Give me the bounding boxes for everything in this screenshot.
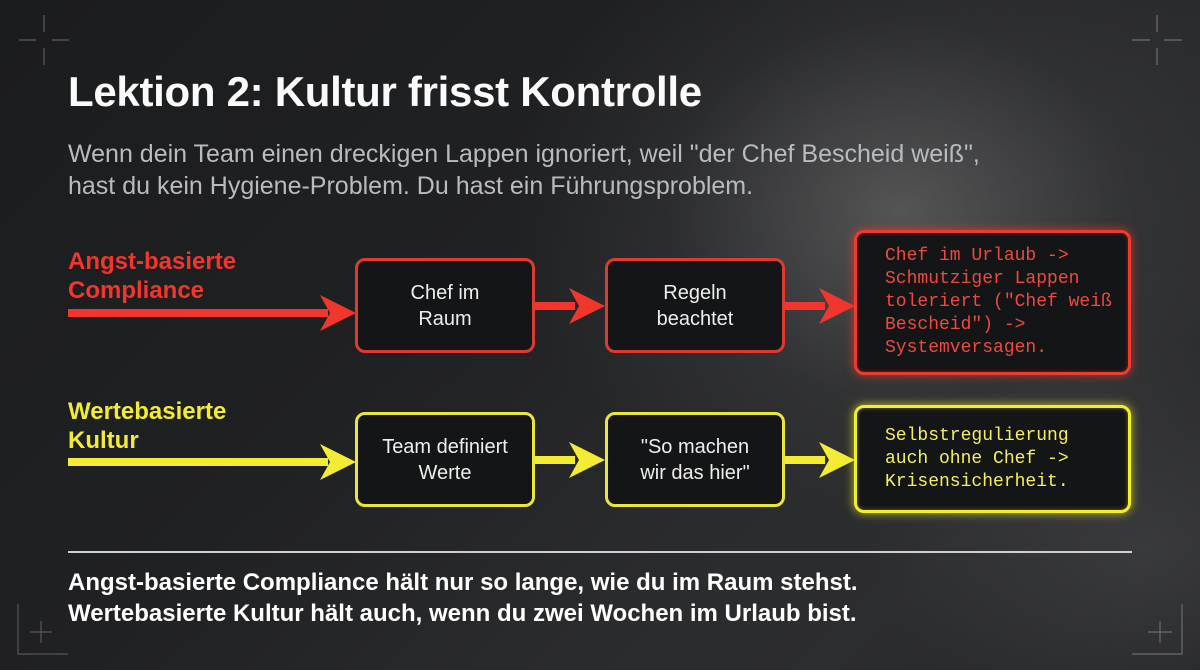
crosshair-icon — [1132, 15, 1182, 65]
corner-bracket-icon — [17, 604, 68, 655]
arrow-right-icon — [68, 295, 356, 331]
crosshair-mark-top-right — [1128, 12, 1188, 72]
step-text: wir das hier" — [640, 461, 750, 484]
flow-result-krisensicherheit: Selbstregulierung auch ohne Chef -> Kris… — [854, 405, 1131, 513]
corner-bracket-bottom-left — [12, 600, 72, 660]
result-text-line: Selbstregulierung — [885, 425, 1069, 446]
arrow-right-icon — [68, 444, 356, 480]
arrow-right-icon — [535, 442, 605, 478]
result-text-line: Chef im Urlaub -> — [885, 246, 1069, 266]
step-text: Team definiert — [382, 435, 508, 458]
conclusion-text: Angst-basierte Compliance hält nur so la… — [68, 567, 857, 629]
divider-line — [68, 551, 1132, 553]
row-label-values-culture: Wertebasierte Kultur — [68, 397, 226, 455]
conclusion-line-2: Wertebasierte Kultur hält auch, wenn du … — [68, 600, 857, 627]
arrow-right-icon — [535, 288, 605, 324]
step-text: Werte — [418, 461, 472, 484]
arrow-right-icon — [785, 288, 855, 324]
flow-step-regeln-beachtet: Regeln beachtet — [605, 258, 785, 353]
corner-bracket-icon — [1132, 604, 1183, 655]
result-text-line: Krisensicherheit. — [885, 471, 1069, 492]
row-label-line: Compliance — [68, 277, 205, 304]
crosshair-mark-top-left — [14, 12, 74, 72]
result-text-line: auch ohne Chef -> — [885, 448, 1069, 469]
row-label-fear-compliance: Angst-basierte Compliance — [68, 247, 236, 305]
step-text: beachtet — [656, 307, 734, 330]
arrow-right-icon — [785, 442, 855, 478]
step-text: Chef im — [410, 281, 480, 304]
step-text: Raum — [418, 307, 472, 330]
conclusion-line-1: Angst-basierte Compliance hält nur so la… — [68, 569, 858, 596]
row-label-line: Kultur — [68, 427, 139, 454]
crosshair-icon — [19, 15, 69, 65]
result-text-line: Bescheid") -> — [885, 315, 1026, 335]
flow-step-so-machen-wir-das: "So machen wir das hier" — [605, 412, 785, 507]
result-text-line: toleriert ("Chef weiß — [885, 292, 1112, 312]
result-text-line: Systemversagen. — [885, 338, 1048, 358]
flow-step-chef-im-raum: Chef im Raum — [355, 258, 535, 353]
subtitle-line-1: Wenn dein Team einen dreckigen Lappen ig… — [68, 140, 980, 168]
row-label-line: Angst-basierte — [68, 248, 237, 275]
slide-title: Lektion 2: Kultur frisst Kontrolle — [68, 68, 702, 115]
result-text-line: Schmutziger Lappen — [885, 269, 1080, 289]
flow-result-systemversagen: Chef im Urlaub -> Schmutziger Lappen tol… — [854, 230, 1131, 375]
subtitle-line-2: hast du kein Hygiene-Problem. Du hast ei… — [68, 172, 754, 200]
step-text: "So machen — [640, 435, 750, 458]
step-text: Regeln — [663, 281, 727, 304]
corner-bracket-bottom-right — [1130, 600, 1190, 660]
slide-subtitle: Wenn dein Team einen dreckigen Lappen ig… — [68, 138, 1168, 202]
row-label-line: Wertebasierte — [68, 398, 227, 425]
